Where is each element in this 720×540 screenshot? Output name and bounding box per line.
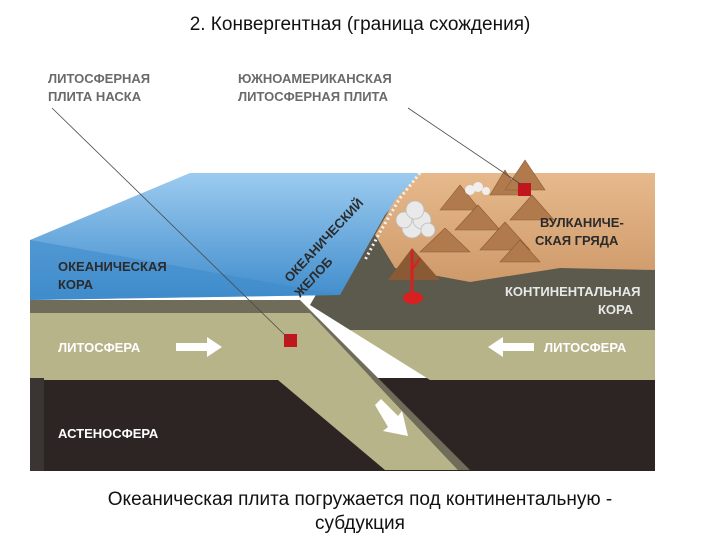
small-cloud xyxy=(465,182,490,195)
ocean-front-face xyxy=(30,240,340,300)
nazca-pointer-line xyxy=(51,107,291,341)
oceanic-crust-edge xyxy=(30,300,470,470)
lithosphere-right-label: ЛИТОСФЕРА xyxy=(544,340,627,355)
coastline xyxy=(363,172,422,261)
magma-conduit-branch xyxy=(411,257,421,271)
volcanic-ridge-label-line1: ВУЛКАНИЧЕ- xyxy=(540,215,624,230)
mountain-range xyxy=(419,159,555,263)
magma-chamber xyxy=(403,292,423,304)
samerica-pointer-line xyxy=(407,107,523,186)
caption-line-1: Океаническая плита погружается под конти… xyxy=(107,489,613,510)
slide-title: 2. Конвергентная (граница схождения) xyxy=(189,14,531,35)
slide-caption: Океаническая плита погружается под конти… xyxy=(0,488,720,536)
nazca-label-line2: ПЛИТА НАСКА xyxy=(48,89,142,104)
volcanic-ridge-label-line2: СКАЯ ГРЯДА xyxy=(535,233,619,248)
continental-crust-label-line2: КОРА xyxy=(598,302,634,317)
lithosphere-left-label: ЛИТОСФЕРА xyxy=(58,340,141,355)
oceanic-lithosphere xyxy=(30,313,458,470)
eruption-cloud xyxy=(395,200,436,239)
diagram-left-edge xyxy=(30,378,44,471)
oceanic-crust-label-line2: КОРА xyxy=(58,277,94,292)
samerica-label-line1: ЮЖНОАМЕРИКАНСКАЯ xyxy=(238,71,392,86)
asthenosphere-label: АСТЕНОСФЕРА xyxy=(58,426,159,441)
arrow-left-icon xyxy=(488,337,534,357)
continental-crust-label-line1: КОНТИНЕНТАЛЬНАЯ xyxy=(505,284,640,299)
samerica-plate-marker xyxy=(518,183,531,196)
volcano-cone xyxy=(388,248,440,280)
oceanic-crust-label-line1: ОКЕАНИЧЕСКАЯ xyxy=(58,259,167,274)
arrow-down-icon xyxy=(375,399,408,436)
samerica-label-line2: ЛИТОСФЕРНАЯ ПЛИТА xyxy=(238,89,389,104)
arrow-right-icon xyxy=(176,337,222,357)
caption-line-2: субдукция xyxy=(315,513,405,534)
continent-surface xyxy=(375,173,655,282)
nazca-label-line1: ЛИТОСФЕРНАЯ xyxy=(48,71,150,86)
